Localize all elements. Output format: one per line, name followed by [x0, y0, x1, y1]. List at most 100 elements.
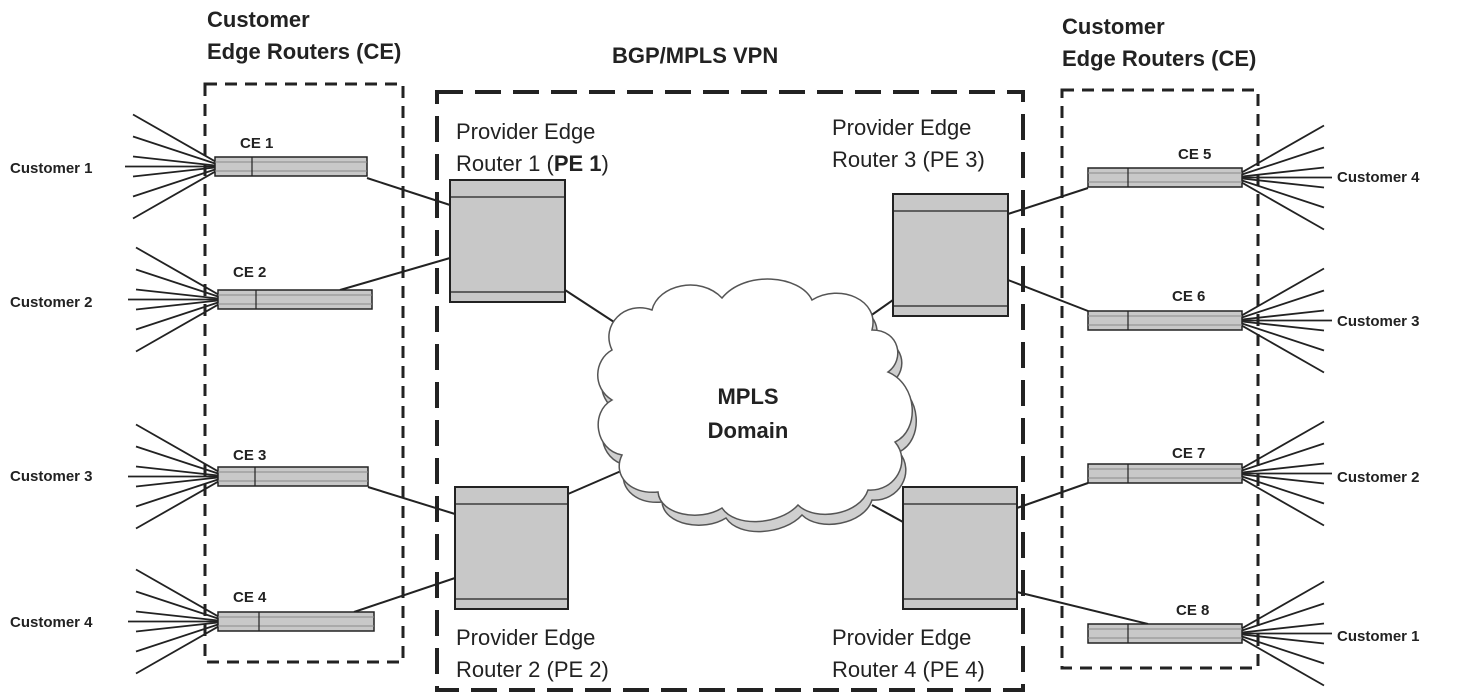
ce6-to-pe3-link — [1007, 279, 1089, 312]
ce1-router — [214, 156, 368, 177]
ce2-customer-line — [135, 288, 219, 300]
ce4-customer-fan — [128, 568, 219, 675]
ce4-customer-line — [135, 610, 219, 622]
pe1-label-line2: Router 1 (PE 1) — [456, 151, 609, 176]
left-ce-group-box — [203, 82, 405, 664]
ce5-label: CE 5 — [1178, 146, 1211, 163]
pe4-router — [902, 486, 1018, 610]
mpls-cloud-shape — [597, 278, 914, 523]
ce1-customer-label: Customer 1 — [10, 160, 93, 177]
ce7-customer-fan — [1241, 420, 1332, 527]
ce7-customer-line — [1241, 462, 1325, 474]
pe1-label-line1: Provider Edge — [456, 119, 595, 144]
ce3-customer-fan — [128, 423, 219, 530]
ce4-customer-line — [135, 621, 219, 633]
ce1-customer-line — [132, 170, 216, 220]
ce6-customer-line — [1241, 322, 1325, 352]
ce1-customer-line — [132, 166, 216, 178]
pe2-label-line1: Provider Edge — [456, 625, 595, 650]
ce1-customer-line — [132, 113, 216, 163]
ce7-customer-line — [1241, 475, 1325, 505]
ce8-label: CE 8 — [1176, 602, 1209, 619]
ce8-customer-label: Customer 1 — [1337, 628, 1420, 645]
pe2-router-body — [454, 486, 569, 610]
pe2-label-line2: Router 2 (PE 2) — [456, 657, 609, 682]
ce4-customer-line — [135, 590, 219, 620]
left-group-label-line1: Customer — [207, 7, 310, 32]
ce7-customer-line — [1241, 477, 1325, 527]
ce4-customer-label: Customer 4 — [10, 614, 93, 631]
ce8-customer-line — [1241, 637, 1325, 687]
ce3-customer-label: Customer 3 — [10, 468, 93, 485]
ce8-router-body — [1087, 623, 1243, 644]
ce5-customer-line — [1241, 179, 1325, 209]
pe3-label-line2: Router 3 (PE 3) — [832, 147, 985, 172]
ce6-router — [1087, 310, 1243, 331]
ce3-customer-line — [135, 445, 219, 475]
pe1-router-body — [449, 179, 566, 303]
ce5-customer-fan — [1241, 124, 1332, 231]
ce6-router-body — [1087, 310, 1243, 331]
pe4-cloud-link — [871, 504, 904, 523]
ce5-to-pe3-link — [1007, 187, 1089, 215]
ce1-to-pe1-link — [366, 177, 451, 206]
ce6-customer-line — [1241, 324, 1325, 374]
ce2-router-body — [217, 289, 373, 310]
cloud-label-line1: MPLS — [717, 384, 778, 409]
pe1-router — [449, 179, 566, 303]
pe2-cloud-link — [567, 467, 629, 495]
ce7-customer-line — [1241, 420, 1325, 470]
ce1-label: CE 1 — [240, 135, 273, 152]
diagram-title: BGP/MPLS VPN — [612, 43, 778, 68]
pe1-cloud-link — [564, 289, 615, 323]
ce8-customer-line — [1241, 635, 1325, 665]
ce4-customer-line — [135, 568, 219, 618]
ce6-customer-line — [1241, 309, 1325, 321]
ce6-customer-line — [1241, 267, 1325, 317]
ce8-customer-line — [1241, 622, 1325, 634]
ce1-customer-line — [132, 155, 216, 167]
ce3-router-body — [217, 466, 369, 487]
ce2-customer-line — [135, 299, 219, 311]
ce4-to-pe2-link — [353, 577, 456, 613]
ce8-customer-fan — [1241, 580, 1332, 687]
ce1-customer-line — [132, 135, 216, 165]
left-group-label-line2: Edge Routers (CE) — [207, 39, 401, 64]
pe4-router-body — [902, 486, 1018, 610]
ce5-router-body — [1087, 167, 1243, 188]
ce1-customer-fan — [125, 113, 216, 220]
pe2-router — [454, 486, 569, 610]
ce5-customer-line — [1241, 124, 1325, 174]
ce5-customer-label: Customer 4 — [1337, 169, 1420, 186]
pe3-router-body — [892, 193, 1009, 317]
ce3-label: CE 3 — [233, 447, 266, 464]
ce7-customer-line — [1241, 442, 1325, 472]
vpn-boundary-box — [435, 90, 1025, 692]
ce6-customer-line — [1241, 289, 1325, 319]
ce4-router-body — [217, 611, 375, 632]
ce2-customer-line — [135, 268, 219, 298]
ce7-customer-label: Customer 2 — [1337, 469, 1420, 486]
cloud-label-line2: Domain — [708, 418, 789, 443]
ce8-to-pe4-link — [1016, 591, 1149, 625]
pe3-router — [892, 193, 1009, 317]
right-group-label-line2: Edge Routers (CE) — [1062, 46, 1256, 71]
ce1-router-body — [214, 156, 368, 177]
pe1-label-line2-suffix: ) — [602, 151, 609, 176]
pe1-label-line2-bold: PE 1 — [554, 151, 602, 176]
ce4-label: CE 4 — [233, 589, 267, 606]
ce-router-layer — [214, 156, 1243, 644]
ce2-customer-line — [135, 246, 219, 296]
ce8-customer-line — [1241, 580, 1325, 630]
ce3-to-pe2-link — [367, 486, 456, 515]
customer-fan-lines — [125, 113, 1332, 687]
ce4-customer-line — [135, 625, 219, 675]
ce6-customer-label: Customer 3 — [1337, 313, 1420, 330]
ce3-customer-line — [135, 465, 219, 477]
ce3-customer-line — [135, 478, 219, 508]
ce7-router-body — [1087, 463, 1243, 484]
pe1-label-line2-prefix: Router 1 ( — [456, 151, 554, 176]
ce7-to-pe4-link — [1016, 482, 1089, 509]
ce2-customer-line — [135, 303, 219, 353]
